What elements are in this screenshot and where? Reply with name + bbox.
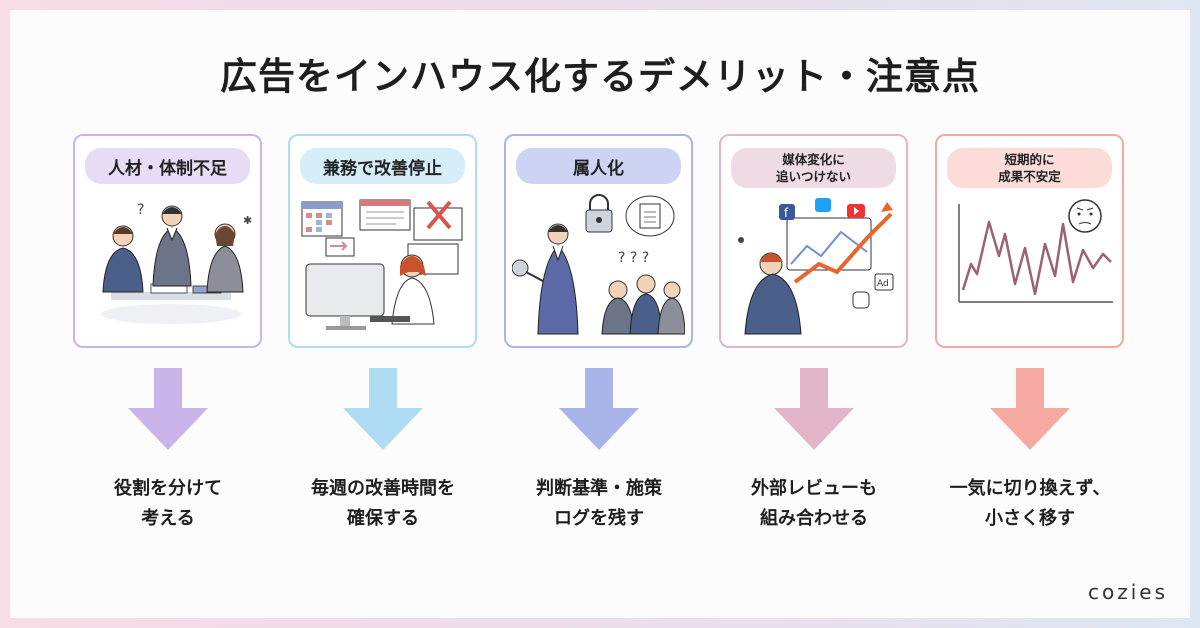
caption-line2: ログを残す — [554, 508, 644, 529]
arrow-down-icon — [343, 368, 423, 450]
caption-line2: 確保する — [347, 508, 419, 529]
confused-team-illustration: ? ✱ — [101, 202, 252, 324]
unstable-line-chart-illustration — [958, 199, 1113, 303]
caption-line1: 毎週の改善時間を — [311, 478, 455, 499]
arrow-down-icon — [990, 368, 1070, 450]
svg-text:? ? ?: ? ? ? — [618, 250, 649, 266]
card-label: 人材・体制不足 — [85, 148, 250, 184]
solution-caption: 役割を分けて 考える — [68, 474, 268, 534]
caption-line1: 役割を分けて — [114, 478, 222, 499]
solution-caption: 毎週の改善時間を 確保する — [283, 474, 483, 534]
card-unstable-results: 短期的に 成果不安定 — [935, 134, 1124, 348]
svg-text:Ad: Ad — [877, 279, 889, 289]
card-side-job-stall: 兼務で改善停止 — [288, 134, 477, 348]
social-media-trend-illustration: f Ad — [738, 198, 894, 335]
brand-logo: cozies — [1087, 580, 1168, 604]
card-label-line2: 成果不安定 — [998, 169, 1061, 184]
caption-line1: 一気に切り換えず、 — [949, 478, 1111, 499]
card-dependency: 属人化 ? ? ? — [504, 134, 693, 348]
caption-line1: 外部レビューも — [751, 478, 877, 499]
card-label: 兼務で改善停止 — [300, 148, 465, 184]
arrow-down-icon — [128, 368, 208, 450]
card-label: 属人化 — [516, 148, 681, 184]
card-label-line1: 短期的に — [1004, 152, 1055, 167]
arrow-down-icon — [559, 368, 639, 450]
svg-text:✱: ✱ — [243, 214, 252, 227]
solution-caption: 外部レビューも 組み合わせる — [714, 474, 914, 534]
calendar-workload-illustration — [301, 199, 463, 330]
card-label: 媒体変化に 追いつけない — [731, 148, 896, 188]
svg-text:f: f — [784, 206, 789, 220]
caption-line2: 組み合わせる — [760, 508, 868, 529]
caption-line1: 判断基準・施策 — [536, 478, 662, 499]
solution-caption: 判断基準・施策 ログを残す — [499, 474, 699, 534]
card-label-line2: 追いつけない — [775, 169, 851, 184]
card-media-changes: 媒体変化に 追いつけない f Ad — [719, 134, 908, 348]
arrow-down-icon — [774, 368, 854, 450]
key-person-illustration: ? ? ? — [512, 194, 685, 335]
card-label: 短期的に 成果不安定 — [947, 148, 1112, 188]
page-title: 広告をインハウス化するデメリット・注意点 — [220, 55, 980, 98]
card-label-line1: 媒体変化に — [782, 152, 845, 167]
caption-line2: 考える — [141, 508, 195, 529]
solution-caption: 一気に切り換えず、 小さく移す — [930, 474, 1130, 534]
svg-text:?: ? — [137, 202, 144, 218]
caption-line2: 小さく移す — [985, 508, 1075, 529]
card-staff-shortage: 人材・体制不足 ? ✱ — [73, 134, 262, 348]
